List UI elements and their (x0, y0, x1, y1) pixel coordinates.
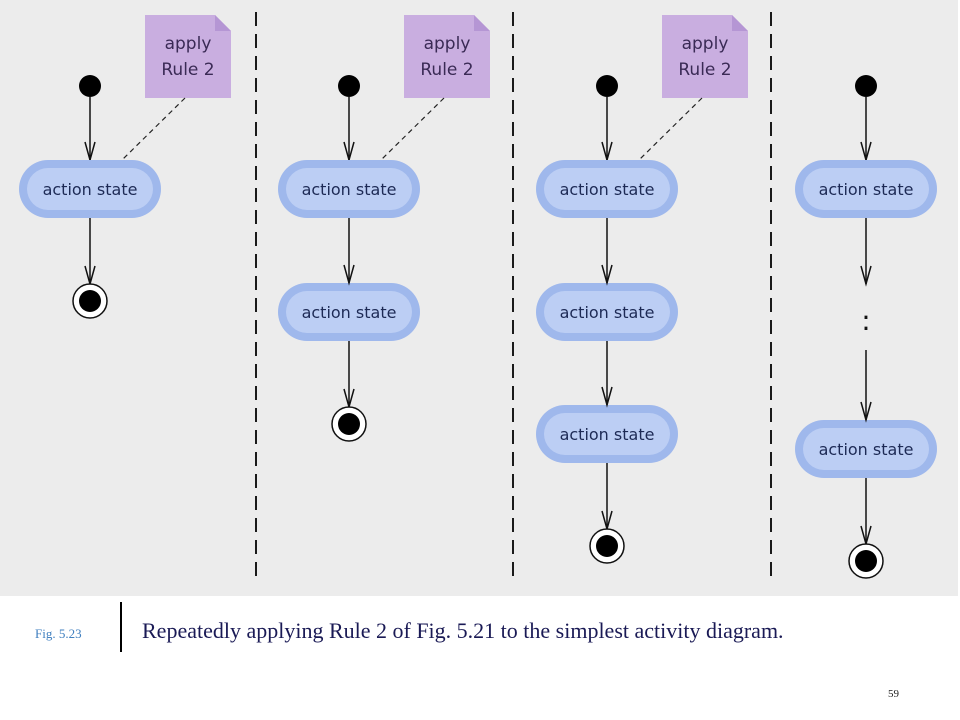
transition-arrow (860, 478, 872, 547)
figure-number: Fig. 5.23 (35, 626, 82, 641)
note-label: Rule 2 (678, 60, 731, 80)
action-state-label: action state (560, 425, 655, 444)
action-state: action state (536, 283, 678, 341)
note-label: apply (424, 34, 471, 54)
action-state: action state (795, 160, 937, 218)
note-label: Rule 2 (420, 60, 473, 80)
action-state-label: action state (560, 180, 655, 199)
action-state-label: action state (302, 303, 397, 322)
transition-arrow (343, 218, 355, 286)
initial-state (338, 75, 360, 97)
action-state-label: action state (819, 440, 914, 459)
initial-state (596, 75, 618, 97)
ellipsis: : (861, 304, 870, 337)
transition-arrow (601, 97, 613, 163)
action-state: action state (278, 283, 420, 341)
note-connector (638, 97, 703, 161)
transition-arrow (84, 218, 96, 287)
note-label: Rule 2 (161, 60, 214, 80)
action-state-label: action state (819, 180, 914, 199)
action-state-label: action state (560, 303, 655, 322)
final-state (589, 528, 625, 564)
action-state: action state (536, 405, 678, 463)
final-state (331, 406, 367, 442)
transition-arrow (860, 218, 872, 287)
initial-state (855, 75, 877, 97)
transition-arrow (343, 97, 355, 163)
transition-arrow (601, 218, 613, 286)
note-connector (380, 97, 445, 161)
transition-arrow (860, 350, 872, 423)
note-connector (121, 97, 186, 161)
initial-state (79, 75, 101, 97)
final-state (848, 543, 884, 579)
action-state-label: action state (302, 180, 397, 199)
caption-divider (120, 602, 122, 652)
action-state: action state (536, 160, 678, 218)
figure-caption: Repeatedly applying Rule 2 of Fig. 5.21 … (142, 618, 784, 643)
transition-arrow (601, 463, 613, 532)
action-state: action state (278, 160, 420, 218)
transition-arrow (601, 341, 613, 408)
transition-arrow (860, 97, 872, 163)
note-label: apply (165, 34, 212, 54)
action-state: action state (19, 160, 161, 218)
page-number: 59 (888, 688, 899, 700)
action-state-label: action state (43, 180, 138, 199)
transition-arrow (84, 97, 96, 163)
transition-arrow (343, 341, 355, 410)
action-state: action state (795, 420, 937, 478)
note-label: apply (682, 34, 729, 54)
final-state (72, 283, 108, 319)
